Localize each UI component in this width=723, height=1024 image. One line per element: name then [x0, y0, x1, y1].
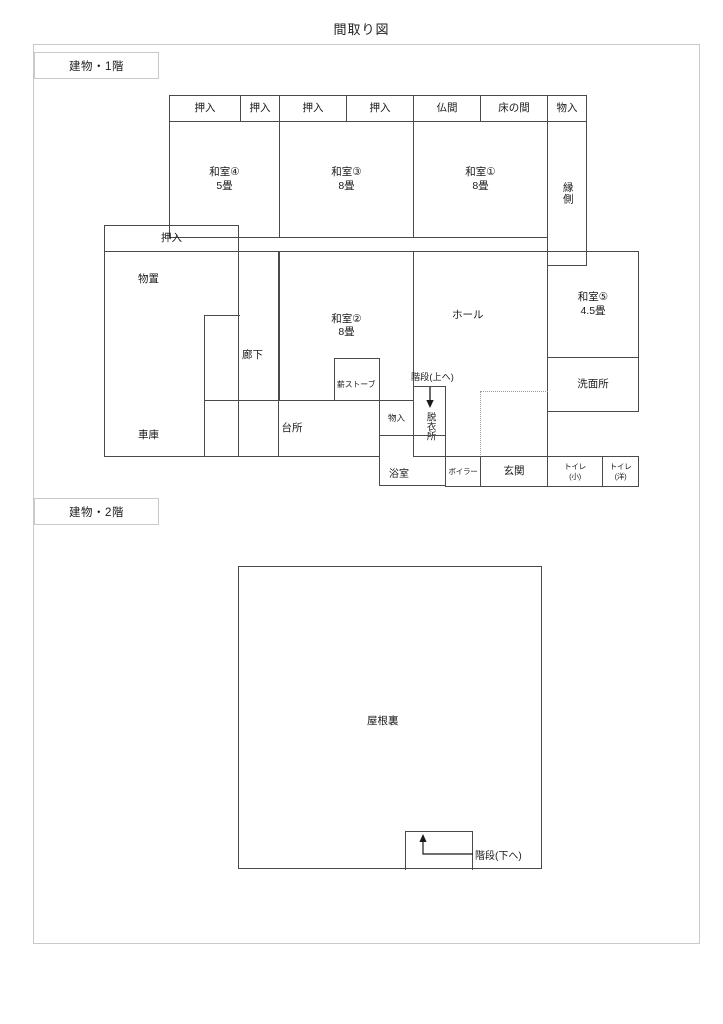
room-washitsu-5-name: 和室⑤ [577, 291, 609, 304]
room-oshiire-3: 押入 [279, 95, 347, 122]
stairs-up-box [413, 386, 446, 457]
room-washitsu-5-size: 4.5畳 [580, 304, 606, 317]
room-boiler-label: ボイラー [448, 466, 478, 476]
room-toilet-western: トイレ(洋) [602, 456, 639, 487]
room-mononyu-top: 物入 [547, 95, 587, 122]
room-datsuijo: 脱衣所 [424, 411, 436, 441]
room-genkan: 玄関 [480, 456, 548, 487]
room-washitsu-3-name: 和室③ [331, 166, 362, 179]
room-daidokoro: 台所 [204, 400, 380, 457]
room-washitsu-4-name: 和室④ [209, 166, 240, 179]
room-boiler: ボイラー [445, 456, 481, 487]
room-mononyu-mid: 物入 [379, 400, 414, 436]
stairs-up-arrow-icon [426, 387, 434, 408]
room-washitsu-2-name: 和室② [331, 312, 362, 325]
room-toilet-small-sub: (小) [569, 471, 581, 481]
room-maki-stove-label: 薪ストーブ [337, 380, 376, 389]
room-oshiire-1: 押入 [169, 95, 241, 122]
room-oshiire-2: 押入 [240, 95, 280, 122]
room-washitsu-4-size: 5畳 [216, 179, 233, 192]
room-toilet-western-sub: (洋) [614, 471, 627, 481]
room-yokushitsu-label: 浴室 [389, 469, 409, 480]
room-engawa: 縁側 [547, 121, 587, 266]
room-toilet-western-label: トイレ [609, 461, 632, 471]
room-oshiire-4: 押入 [346, 95, 414, 122]
room-maki-stove-box [334, 358, 380, 401]
room-tokonoma: 床の間 [480, 95, 548, 122]
room-oshiire-left: 押入 [104, 225, 239, 252]
room-monooki-label: 物置 [138, 273, 159, 285]
room-yaneura-label: 屋根裏 [367, 715, 399, 727]
room-washitsu-2-size: 8畳 [338, 326, 355, 338]
room-washitsu-3-size: 8畳 [338, 179, 355, 192]
room-senmenjo: 洗面所 [547, 357, 639, 412]
corridor-notch-edge [204, 315, 205, 457]
page-title: 間取り図 [333, 22, 390, 37]
room-butsuma: 仏間 [413, 95, 481, 122]
genkan-step-dotted [480, 391, 548, 457]
floor-label-1f: 建物・1階 [34, 52, 159, 79]
corridor-notch [204, 315, 240, 457]
room-washitsu-1-size: 8畳 [472, 179, 489, 192]
garage-bottom-wall [104, 456, 204, 457]
room-yaneura [238, 566, 542, 869]
stairs-down-box [405, 831, 473, 870]
room-washitsu-1-name: 和室① [465, 166, 496, 179]
stairs-up-label: 階段(上へ) [411, 372, 454, 382]
floor-label-2f: 建物・2階 [34, 498, 159, 525]
room-shako-label: 車庫 [138, 429, 159, 441]
room-toilet-small: トイレ(小) [547, 456, 603, 487]
stairs-down-arrow-icon [419, 834, 473, 855]
room-rouka-label: 廊下 [242, 349, 263, 361]
room-hall-label: ホール [452, 309, 484, 321]
room-toilet-small-label: トイレ [564, 461, 586, 471]
stairs-down-label: 階段(下へ) [475, 851, 522, 862]
